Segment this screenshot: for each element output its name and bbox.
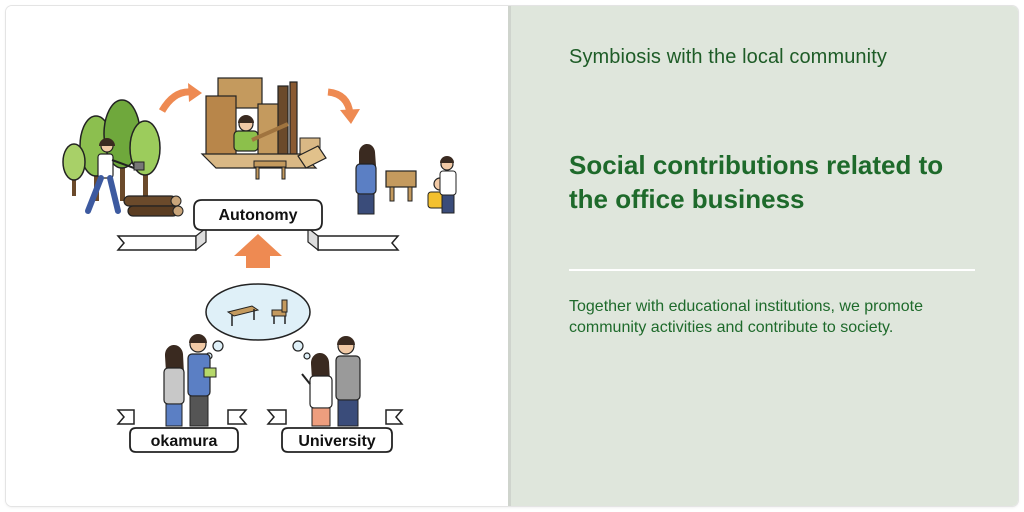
university-banner: University	[266, 409, 404, 453]
text-panel: Symbiosis with the local community Socia…	[508, 6, 1018, 506]
okamura-label: okamura	[151, 433, 218, 450]
section-kicker: Symbiosis with the local community	[569, 46, 887, 68]
autonomy-label: Autonomy	[218, 207, 297, 224]
lumberjack-figure	[85, 138, 145, 214]
okamura-banner: okamura	[116, 409, 248, 453]
illustration-panel: Autonomy	[6, 6, 508, 506]
community-diagram: Autonomy	[62, 77, 457, 453]
thought-bubble	[205, 283, 311, 360]
divider	[569, 269, 975, 271]
autonomy-banner: Autonomy	[116, 199, 400, 252]
okamura-people	[163, 334, 217, 427]
university-people	[301, 336, 361, 427]
university-label: University	[298, 433, 375, 450]
workshop-illustration	[200, 77, 327, 180]
curved-arrow-right	[158, 83, 202, 113]
up-arrow	[234, 234, 282, 268]
section-description: Together with educational institutions, …	[569, 298, 923, 336]
delivery-illustration	[355, 143, 457, 215]
curved-arrow-down	[327, 88, 360, 124]
section-title: Social contributions related to the offi…	[569, 150, 944, 214]
forest-illustration	[62, 99, 184, 217]
content-card: Autonomy	[6, 6, 1018, 506]
